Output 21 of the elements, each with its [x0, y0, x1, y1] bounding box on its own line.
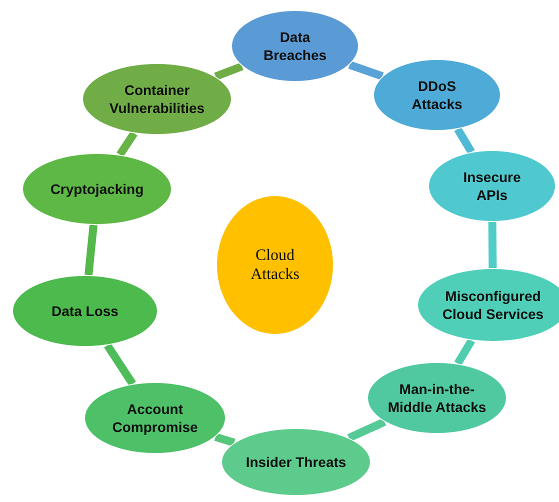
node-label: Data Breaches — [262, 28, 328, 64]
connector-line — [104, 343, 136, 386]
node-label: Cryptojacking — [50, 180, 144, 198]
node-label: Data Loss — [52, 302, 118, 320]
connector-line — [214, 62, 244, 80]
connector-line — [116, 131, 138, 157]
node-label: Account Compromise — [111, 400, 199, 436]
connector-line — [488, 222, 497, 268]
connector-line — [84, 224, 98, 276]
connector-line — [214, 433, 236, 447]
connector-line — [347, 418, 386, 442]
node-label: Man-in-the-Middle Attacks — [386, 380, 488, 416]
connector-line — [454, 127, 475, 154]
connector-line — [348, 61, 384, 80]
connector-line — [454, 338, 476, 366]
node-label: Misconfigured Cloud Services — [441, 287, 545, 323]
node-label: Insider Threats — [246, 453, 346, 471]
node-label: DDoS Attacks — [410, 77, 464, 113]
node-label: Container Vulnerabilities — [108, 81, 206, 117]
node-label: Cloud Attacks — [250, 246, 300, 284]
node-label: Insecure APIs — [462, 168, 522, 204]
